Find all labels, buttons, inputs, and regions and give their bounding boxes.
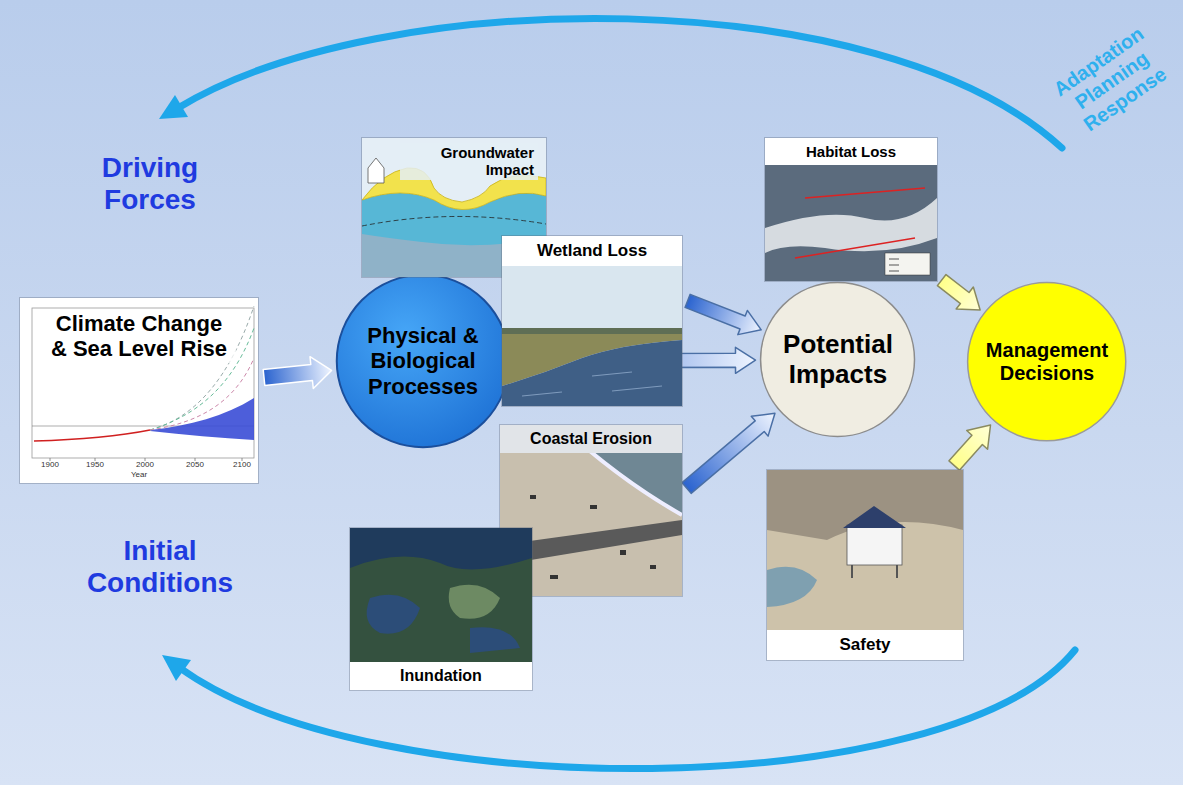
image-panel: Climate Change & Sea Level Rise [20, 298, 258, 483]
image-panel: Wetland Loss [502, 236, 682, 406]
circle-label: Management Decisions [977, 339, 1117, 385]
projection-band [150, 398, 254, 440]
axis-tick: 2000 [136, 460, 154, 469]
image-panel: Safety [767, 470, 963, 660]
label-holder: 1950 [86, 460, 104, 469]
panel-label: Habitat Loss [806, 143, 896, 160]
aerial [765, 138, 937, 281]
treeline [502, 328, 682, 334]
map-key [885, 253, 930, 275]
water-table [362, 216, 546, 226]
label-holder: Physical & Biological Processes [335, 273, 511, 449]
axis-tick: 2050 [186, 460, 204, 469]
label-holder: 2100 [233, 460, 251, 469]
image-panel: Inundation [350, 528, 532, 690]
label-holder: Habitat Loss [765, 138, 937, 165]
axis-title: Year [131, 470, 147, 479]
axis-tick: 2100 [233, 460, 251, 469]
map-key-lines [889, 259, 899, 271]
panel-label: Groundwater Impact [400, 143, 538, 180]
section-heading: Initial Conditions [50, 535, 270, 599]
label-holder: Driving Forces [75, 152, 225, 216]
flooded-area [470, 627, 520, 653]
block-arrow [933, 269, 989, 321]
panel-label: Climate Change & Sea Level Rise [43, 310, 236, 363]
label-holder: Management Decisions [966, 281, 1127, 442]
section-heading: Driving Forces [75, 152, 225, 216]
label-holder: Adaptation Planning Response [1043, 18, 1181, 143]
projection-curve [150, 358, 254, 430]
panel-label: Safety [839, 635, 890, 655]
flooded-area [367, 595, 420, 634]
cycle-arc [180, 650, 1075, 769]
sound-water [350, 528, 532, 569]
axis-tick: 1950 [86, 460, 104, 469]
pool [767, 567, 817, 607]
stilts [852, 565, 897, 578]
block-arrow [262, 355, 333, 394]
house [847, 525, 902, 565]
graph-ground [20, 298, 258, 483]
roof [843, 506, 906, 528]
water [502, 340, 682, 406]
debris [530, 495, 656, 579]
label-holder: Groundwater Impact [362, 138, 546, 185]
label-holder: Inundation [350, 662, 532, 690]
axis-tick: 1900 [41, 460, 59, 469]
arc-head [159, 95, 188, 119]
label-holder: Year [131, 470, 147, 479]
process-circle: Physical & Biological Processes [335, 273, 511, 449]
connector [944, 416, 1001, 475]
land [350, 528, 532, 690]
block-arrow [944, 416, 1001, 475]
cycle-arc [178, 18, 1062, 148]
connector [262, 355, 333, 394]
circle-fill [761, 283, 915, 437]
observed-line [34, 430, 150, 441]
circle-label: Physical & Biological Processes [353, 323, 493, 399]
circle-fill [968, 283, 1126, 441]
sky [502, 236, 682, 406]
panel-label: Coastal Erosion [530, 430, 652, 448]
graph-frame [32, 308, 254, 458]
label-holder: 1900 [41, 460, 59, 469]
image-panel: Habitat Loss [765, 138, 937, 281]
island [449, 585, 500, 619]
ripples [522, 372, 662, 396]
shoreline-lines [795, 188, 925, 258]
label-holder: 2050 [186, 460, 204, 469]
cycle-label: Adaptation Planning Response [1043, 18, 1181, 143]
label-holder: Wetland Loss [502, 236, 682, 266]
label-holder: Coastal Erosion [500, 425, 682, 453]
label-holder: Climate Change & Sea Level Rise [20, 310, 258, 363]
circle-label: Potential Impacts [773, 330, 903, 390]
circle-fill [337, 275, 509, 447]
panel-label: Wetland Loss [537, 241, 647, 261]
sand [767, 470, 963, 660]
connector [683, 289, 766, 342]
house-icon [368, 158, 384, 183]
connector [933, 269, 989, 321]
label-holder: Potential Impacts [759, 281, 916, 438]
label-holder: Safety [767, 630, 963, 660]
block-arrow [683, 289, 766, 342]
label-holder: 2000 [136, 460, 154, 469]
barrier-island [765, 198, 937, 253]
panel-label: Inundation [400, 667, 482, 685]
arc-head [162, 655, 191, 681]
label-holder: Initial Conditions [50, 535, 270, 599]
process-circle: Management Decisions [966, 281, 1127, 442]
process-circle: Potential Impacts [759, 281, 916, 438]
